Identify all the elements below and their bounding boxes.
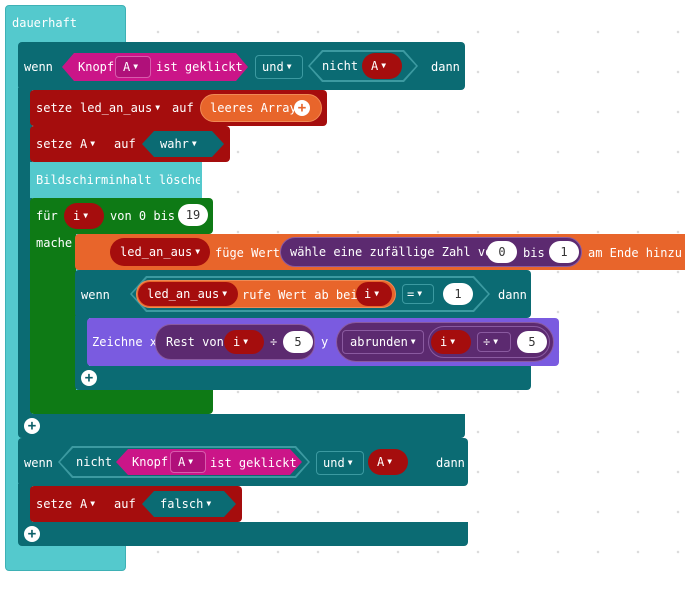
remainder-variable-i[interactable]: i▼ — [224, 330, 264, 354]
chevron-down-icon: ▼ — [206, 499, 212, 508]
division-operator-dropdown[interactable]: ÷▼ — [477, 332, 511, 352]
if-block-2-arm — [75, 316, 89, 366]
index-variable-i[interactable]: i▼ — [356, 282, 392, 306]
do-label: mache — [36, 236, 73, 250]
if-block-3-arm — [18, 484, 32, 524]
round-divisor[interactable]: 5 — [517, 331, 547, 353]
button-pressed-block-3[interactable]: Knopf — [116, 449, 302, 475]
random-to-label: bis — [523, 246, 545, 260]
loop-variable-i[interactable]: i▼ — [64, 203, 104, 229]
if-1-add-else-plus-icon[interactable]: + — [24, 418, 40, 434]
variable-dropdown-a-3[interactable]: A▼ — [80, 497, 96, 511]
compare-value[interactable]: 1 — [443, 283, 473, 305]
chevron-down-icon: ▼ — [155, 103, 161, 112]
not-label-1: nicht — [322, 59, 359, 73]
round-dropdown[interactable]: abrunden▼ — [342, 330, 424, 354]
variable-a-reporter-3[interactable]: A▼ — [368, 449, 408, 475]
variable-dropdown-a-2[interactable]: A▼ — [80, 137, 96, 151]
chevron-down-icon: ▼ — [381, 61, 387, 70]
if-block-3-footer — [18, 522, 468, 546]
chevron-down-icon: ▼ — [90, 139, 96, 148]
and-dropdown-1[interactable]: und▼ — [255, 55, 303, 79]
plot-label: Zeichne x — [92, 335, 158, 349]
if-block-1-arm — [18, 88, 32, 428]
round-variable-i[interactable]: i▼ — [431, 330, 471, 354]
for-loop-arm — [30, 232, 76, 392]
if-block-1-footer — [18, 414, 465, 438]
then-label-3: dann — [436, 456, 465, 470]
add-item-plus-icon[interactable]: + — [294, 100, 310, 116]
add-value-label: füge Wert — [215, 246, 281, 260]
end-add-label: am Ende hinzu — [588, 246, 682, 260]
for-label: für — [36, 209, 58, 223]
if-2-label: wenn — [81, 288, 110, 302]
chevron-down-icon: ▼ — [243, 337, 249, 346]
random-to-value[interactable]: 1 — [549, 241, 579, 263]
remainder-divisor[interactable]: 5 — [283, 331, 313, 353]
chevron-down-icon: ▼ — [195, 247, 201, 256]
chevron-down-icon: ▼ — [493, 337, 499, 346]
chevron-down-icon: ▼ — [417, 289, 423, 298]
to-label-2: auf — [114, 137, 136, 151]
button-dropdown-3[interactable]: A▼ — [170, 451, 206, 473]
button-pressed-block-1[interactable]: Knopf — [62, 53, 248, 81]
chevron-down-icon: ▼ — [188, 457, 194, 466]
chevron-down-icon: ▼ — [90, 499, 96, 508]
chevron-down-icon: ▼ — [133, 62, 139, 71]
set-label-3: setze — [36, 497, 73, 511]
true-boolean-block[interactable]: wahr▼ — [142, 131, 224, 157]
if-block-2-footer — [75, 366, 531, 390]
random-from-value[interactable]: 0 — [487, 241, 517, 263]
to-label-3: auf — [114, 497, 136, 511]
chevron-down-icon: ▼ — [286, 62, 292, 71]
chevron-down-icon: ▼ — [450, 337, 456, 346]
if-2-add-else-plus-icon[interactable]: + — [81, 370, 97, 386]
clear-screen-block[interactable] — [30, 162, 202, 198]
array-variable-led-an-aus-2[interactable]: led_an_aus▼ — [110, 238, 210, 266]
variable-a-reporter-1[interactable]: A▼ — [362, 53, 402, 79]
pressed-label-3: ist geklickt — [210, 456, 297, 470]
chevron-down-icon: ▼ — [83, 211, 89, 220]
chevron-down-icon: ▼ — [222, 289, 228, 298]
array-variable-led-an-aus-3[interactable]: led_an_aus▼ — [138, 282, 238, 306]
equals-dropdown[interactable]: =▼ — [402, 284, 434, 304]
then-label-1: dann — [431, 60, 460, 74]
button-label-3: Knopf — [132, 455, 169, 469]
if-1-label: wenn — [24, 60, 53, 74]
false-boolean-block[interactable]: falsch▼ — [142, 491, 236, 517]
if-3-label: wenn — [24, 456, 53, 470]
chevron-down-icon: ▼ — [347, 458, 353, 467]
to-label-1: auf — [172, 101, 194, 115]
for-loop-footer — [30, 390, 213, 414]
clear-screen-label: Bildschirminhalt löschen — [36, 173, 200, 187]
get-value-label: rufe Wert ab bei — [242, 288, 358, 302]
not-label-3: nicht — [76, 455, 113, 469]
then-label-2: dann — [498, 288, 527, 302]
button-label-1: Knopf — [78, 60, 115, 74]
set-label-1: setze — [36, 101, 73, 115]
button-dropdown-1[interactable]: A▼ — [115, 56, 151, 78]
chevron-down-icon: ▼ — [374, 289, 380, 298]
from-label: von 0 bis — [110, 209, 176, 223]
division-symbol: ÷ — [270, 335, 278, 349]
y-label: y — [321, 335, 329, 349]
variable-dropdown-led-an-aus-1[interactable]: led_an_aus▼ — [80, 101, 161, 115]
random-number-block[interactable]: wähle eine zufällige Zahl von — [280, 237, 582, 267]
forever-label: dauerhaft — [12, 16, 78, 30]
set-label-2: setze — [36, 137, 73, 151]
chevron-down-icon: ▼ — [191, 139, 197, 148]
pressed-label-1: ist geklickt — [156, 60, 243, 74]
if-3-add-else-plus-icon[interactable]: + — [24, 526, 40, 542]
loop-end-value[interactable]: 19 — [178, 204, 208, 226]
chevron-down-icon: ▼ — [410, 337, 416, 346]
chevron-down-icon: ▼ — [387, 457, 393, 466]
and-dropdown-3[interactable]: und▼ — [316, 451, 364, 475]
